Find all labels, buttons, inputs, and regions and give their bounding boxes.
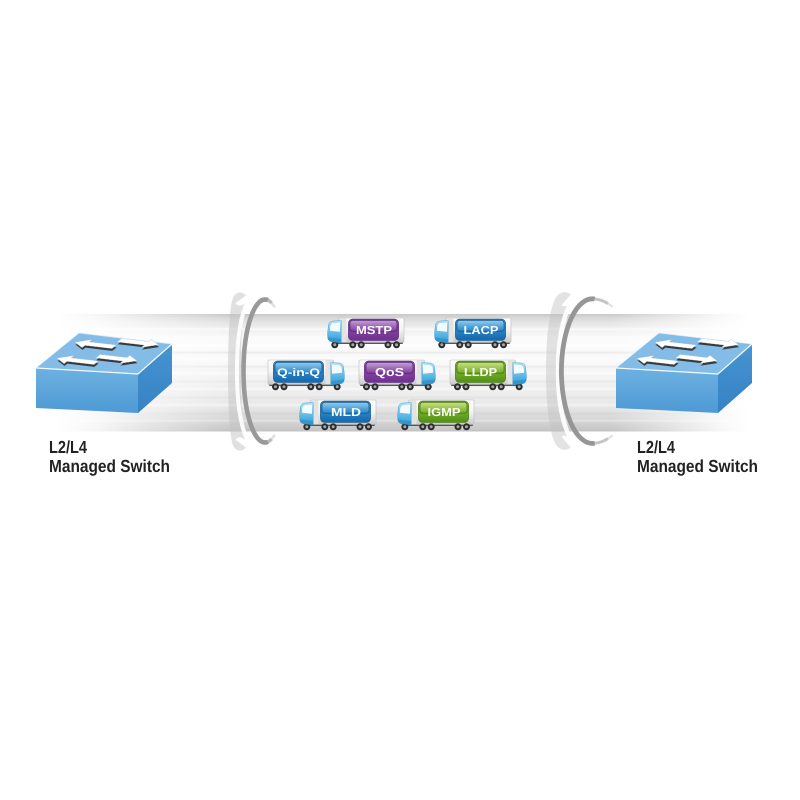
svg-text:MLD: MLD [331, 407, 361, 419]
svg-text:LACP: LACP [464, 325, 499, 337]
svg-text:Managed Switch: Managed Switch [49, 456, 170, 476]
svg-text:L2/L4: L2/L4 [49, 437, 87, 457]
svg-text:IGMP: IGMP [428, 407, 461, 419]
svg-text:Managed Switch: Managed Switch [637, 456, 758, 476]
svg-text:Q-in-Q: Q-in-Q [277, 367, 321, 379]
svg-text:LLDP: LLDP [464, 367, 497, 379]
svg-text:MSTP: MSTP [356, 325, 392, 337]
svg-text:L2/L4: L2/L4 [637, 437, 675, 457]
svg-text:QoS: QoS [375, 367, 404, 379]
